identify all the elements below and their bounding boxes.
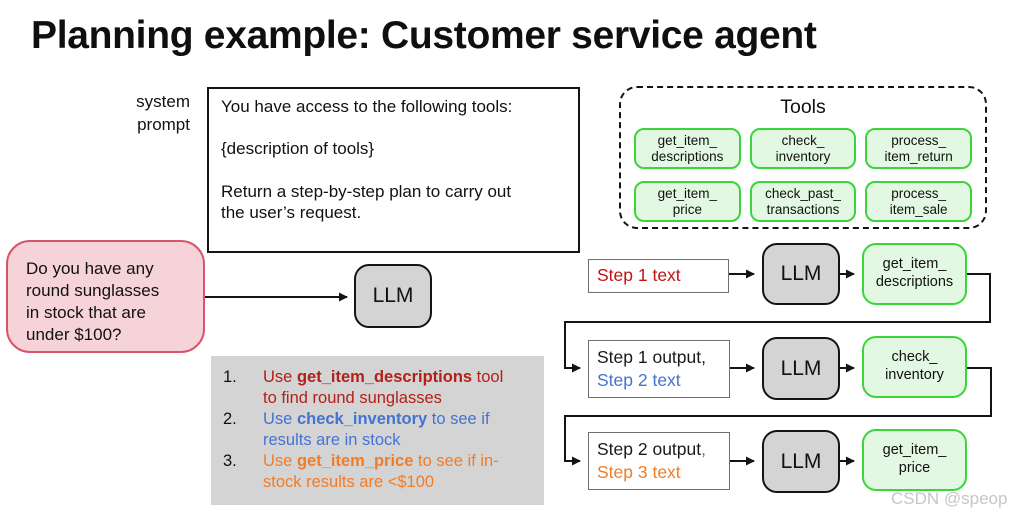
watermark: CSDN @speop	[891, 489, 1008, 508]
llm-box-step-2: LLM	[762, 337, 840, 400]
plan-step-1-text: Use get_item_descriptions tool to find r…	[263, 368, 504, 407]
tools-grid: get_item_ descriptions check_ inventory …	[634, 128, 972, 222]
plan-step-3-text: Use get_item_price to see if in-stock re…	[263, 451, 499, 491]
step-2-text: Step 2 text	[597, 370, 681, 390]
plan-list: 1. Use get_item_descriptions tool to fin…	[211, 356, 544, 505]
plan-step-2-number: 2.	[223, 409, 237, 428]
system-prompt-box: You have access to the following tools: …	[207, 87, 580, 253]
plan-step-2: 2. Use check_inventory to see if results…	[223, 409, 544, 451]
step-2-output-comma: ,	[701, 438, 706, 459]
tool-chip-get-item-descriptions: get_item_ descriptions	[634, 128, 741, 169]
step-1-output-text: Step 1 output,	[597, 346, 706, 367]
llm-box-main: LLM	[354, 264, 432, 328]
tool-chip-check-inventory: check_ inventory	[749, 128, 857, 169]
step-input-box-2: Step 1 output, Step 2 text	[588, 340, 730, 398]
plan-step-2-text: Use check_inventory to see if results ar…	[263, 409, 490, 449]
system-prompt-text-1: You have access to the following tools:	[221, 97, 513, 116]
user-query-text: Do you have any round sunglasses in stoc…	[26, 259, 160, 345]
tool-call-box-get-item-descriptions: get_item_ descriptions	[862, 243, 967, 305]
tool-call-box-get-item-price: get_item_ price	[862, 429, 967, 491]
plan-step-3-tool-name: get_item_price	[296, 451, 414, 470]
user-query-bubble: Do you have any round sunglasses in stoc…	[6, 240, 205, 353]
step-input-box-1: Step 1 text	[588, 259, 729, 293]
plan-step-1-tool-name: get_item_descriptions	[296, 368, 473, 386]
tool-chip-process-item-sale: process_ item_sale	[865, 181, 972, 222]
step-3-text: Step 3 text	[597, 462, 681, 482]
plan-step-1: 1. Use get_item_descriptions tool to fin…	[223, 367, 544, 409]
plan-step-1-number: 1.	[223, 368, 237, 386]
plan-step-2-tool-name: check_inventory	[296, 409, 428, 428]
plan-step-3: 3. Use get_item_price to see if in-stock…	[223, 451, 544, 493]
step-2-output-text: Step 2 output	[597, 438, 702, 459]
system-prompt-text-2: {description of tools}	[221, 139, 375, 159]
llm-box-step-1: LLM	[762, 243, 840, 305]
tool-chip-check-past-transactions: check_past_ transactions	[749, 181, 857, 222]
tool-chip-process-item-return: process_ item_return	[865, 128, 972, 169]
plan-step-3-number: 3.	[223, 451, 237, 470]
step-1-text: Step 1 text	[597, 265, 681, 286]
slide-title: Planning example: Customer service agent	[31, 14, 817, 57]
system-prompt-label-line2: prompt	[137, 114, 190, 134]
tool-chip-get-item-price: get_item_ price	[634, 181, 741, 222]
system-prompt-text-3: Return a step-by-step plan to carry out …	[221, 181, 512, 223]
llm-box-step-3: LLM	[762, 430, 840, 493]
tools-panel: Tools get_item_ descriptions check_ inve…	[619, 86, 987, 229]
tools-panel-title: Tools	[780, 96, 826, 118]
system-prompt-label: system prompt	[88, 91, 190, 137]
system-prompt-label-line1: system	[136, 92, 190, 111]
tool-call-box-check-inventory: check_ inventory	[862, 336, 967, 398]
step-input-box-3: Step 2 output, Step 3 text	[588, 432, 730, 490]
